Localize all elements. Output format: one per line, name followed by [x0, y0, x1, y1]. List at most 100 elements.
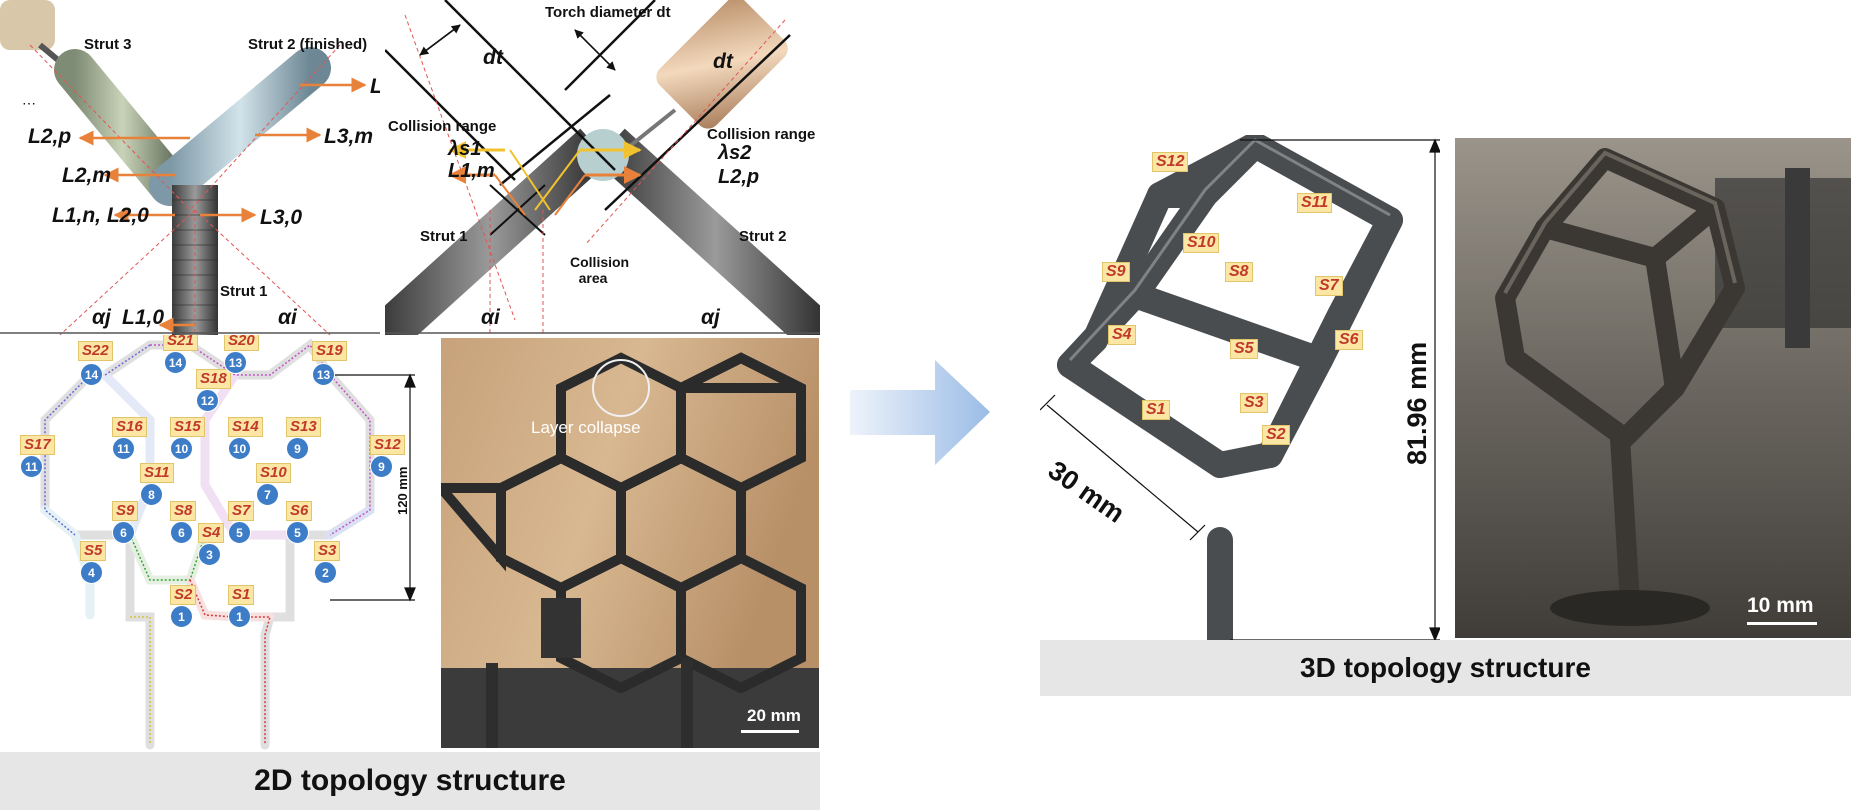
label-strut1: Strut 1 — [220, 283, 268, 300]
label-L2p: L2,p — [28, 125, 72, 148]
layer-circle: 13 — [312, 363, 335, 386]
seg-tag-S10: S10 — [1183, 233, 1220, 253]
seg-tag-S14: S14 — [228, 417, 263, 437]
label-alpha-i: αi — [481, 306, 500, 329]
label-L1m: L1,m — [448, 160, 495, 182]
label-collision-area: Collision area — [570, 254, 630, 286]
label-strut2: Strut 2 — [739, 228, 787, 245]
seg-tag-S17: S17 — [20, 435, 55, 455]
layer-circle: 5 — [286, 521, 309, 544]
ellipsis-marker: ⋯ — [22, 95, 36, 111]
y-junction-illustration: ⋯ — [0, 0, 380, 335]
layer-circle: 12 — [196, 389, 219, 412]
seg-tag-S21: S21 — [163, 335, 198, 351]
seg-tag-S9: S9 — [112, 501, 139, 521]
seg-tag-S5: S5 — [80, 541, 107, 561]
layer-circle: 5 — [228, 521, 251, 544]
layer-circle: 14 — [80, 363, 103, 386]
label-dt-right: dt — [713, 50, 733, 73]
layer-circle: 6 — [112, 521, 135, 544]
layer-circle: 14 — [164, 351, 187, 374]
seg-tag-S13: S13 — [286, 417, 321, 437]
label-81-96mm: 81.96 mm — [1402, 341, 1432, 465]
label-120mm: 120 mm — [395, 466, 410, 515]
label-L10: L1,0 — [122, 306, 165, 329]
layer-circle: 6 — [170, 521, 193, 544]
label-L2p: L2,p — [718, 166, 760, 188]
label-alpha-i: αi — [278, 306, 297, 329]
layer-circle: 7 — [256, 483, 279, 506]
seg-tag-S11: S11 — [1297, 193, 1333, 213]
label-L3m: L3,m — [324, 125, 374, 148]
scale-bar-10mm — [1747, 622, 1817, 625]
label-alpha-j: αj — [701, 306, 720, 329]
cube-photo-illustration — [1455, 138, 1851, 638]
label-lambda-s2: λs2 — [718, 142, 752, 164]
collapse-circle — [592, 359, 650, 417]
label-strut3: Strut 3 — [84, 36, 132, 53]
layer-circle: 4 — [80, 561, 103, 584]
panel-3d-model: S12 S11 S10 S9 S8 S7 S4 S5 S6 S1 S3 S2 3… — [1040, 135, 1440, 640]
seg-tag-S7: S7 — [228, 501, 255, 521]
label-torch-diameter: Torch diameter dt — [545, 4, 671, 21]
layer-circle: 9 — [286, 437, 309, 460]
layer-circle: 11 — [112, 437, 135, 460]
layer-circle: 13 — [224, 351, 247, 374]
label-collision-range-left: Collision range — [388, 118, 497, 135]
seg-tag-S10: S10 — [256, 463, 291, 483]
label-L3n: L3,n — [370, 75, 380, 99]
seg-tag-S11: S11 — [140, 463, 174, 483]
label-alpha-j: αj — [92, 306, 111, 329]
scale-label-20mm: 20 mm — [747, 706, 801, 725]
seg-tag-S2: S2 — [1262, 425, 1290, 445]
strut2-bead — [595, 128, 820, 335]
torch-shape — [0, 0, 55, 50]
seg-tag-S19: S19 — [312, 341, 347, 361]
seg-tag-S8: S8 — [170, 501, 197, 521]
seg-tag-S8: S8 — [1225, 262, 1253, 282]
layer-circle: 1 — [228, 605, 251, 628]
layer-circle: 9 — [370, 455, 393, 478]
label-strut1: Strut 1 — [420, 228, 468, 245]
layer-circle: 10 — [228, 437, 251, 460]
seg-tag-S9: S9 — [1102, 262, 1130, 282]
strut3-bead — [54, 49, 191, 206]
torch-shape — [656, 0, 788, 129]
seg-tag-S15: S15 — [170, 417, 205, 437]
layer-circle: 10 — [170, 437, 193, 460]
seg-tag-S16: S16 — [112, 417, 147, 437]
seg-tag-S2: S2 — [170, 585, 197, 605]
label-L30: L3,0 — [260, 206, 303, 229]
layer-circle: 1 — [170, 605, 193, 628]
photo-2d-honeycomb: Layer collapse 20 mm — [441, 338, 819, 748]
seg-tag-S18: S18 — [196, 369, 231, 389]
scale-bar-20mm — [741, 730, 799, 733]
seg-tag-S12: S12 — [370, 435, 405, 455]
layer-circle: 2 — [314, 561, 337, 584]
panel-collision: Torch diameter dt dt dt Collision range … — [385, 0, 820, 335]
joint-bead — [577, 129, 629, 181]
caption-2d: 2D topology structure — [0, 752, 820, 810]
label-L1n-L20: L1,n, L2,0 — [52, 204, 149, 227]
seg-tag-S20: S20 — [224, 335, 259, 351]
seg-tag-S4: S4 — [1108, 325, 1136, 345]
layer-circle: 11 — [20, 455, 43, 478]
seg-tag-S6: S6 — [1335, 330, 1363, 350]
strut2-bead — [149, 47, 331, 206]
label-lambda-s1: λs1 — [448, 138, 482, 160]
seg-tag-S7: S7 — [1315, 276, 1343, 296]
seg-tag-S3: S3 — [314, 541, 341, 561]
label-collision-range-right: Collision range — [707, 126, 816, 143]
label-L2m: L2,m — [62, 164, 112, 187]
label-dt-left: dt — [483, 46, 503, 69]
seg-tag-S3: S3 — [1240, 393, 1268, 413]
panel-y-junction: ⋯ Strut 3 Strut 2 (finished) Strut 1 L3,… — [0, 0, 380, 335]
flow-arrow-icon — [850, 360, 990, 465]
seg-tag-S6: S6 — [286, 501, 313, 521]
panel-honeycomb-path: 120 mm S2 2 S21 S20 S19 S18 S17 S16 S15 S… — [0, 335, 435, 750]
layer-circle: 3 — [198, 543, 221, 566]
caption-3d: 3D topology structure — [1040, 640, 1851, 696]
honeycomb-photo-illustration — [441, 338, 819, 748]
photo-3d-cube: 10 mm — [1455, 138, 1851, 638]
seg-tag-S12: S12 — [1152, 152, 1189, 172]
